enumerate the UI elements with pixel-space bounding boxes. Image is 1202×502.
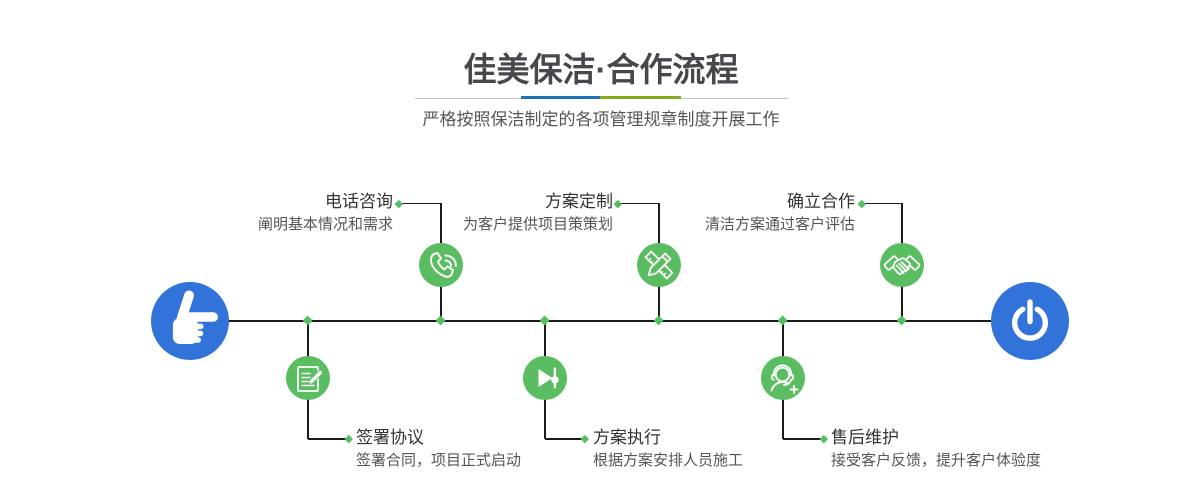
label-diamond xyxy=(344,435,353,443)
step-title: 方案执行 xyxy=(593,428,661,447)
step-connector-horizontal xyxy=(783,438,824,440)
step-connector-horizontal xyxy=(617,202,659,205)
page-subtitle: 严格按照保洁制定的各项管理规章制度开展工作 xyxy=(422,110,780,129)
step-title: 售后维护 xyxy=(831,428,899,447)
timeline-diamond xyxy=(896,315,908,327)
label-diamond xyxy=(857,199,866,208)
step-connector-horizontal xyxy=(399,202,441,205)
timeline-diamond xyxy=(653,315,665,327)
handshake-icon xyxy=(883,255,921,276)
step-title: 确立合作 xyxy=(787,191,855,211)
page-title: 佳美保洁·合作流程 xyxy=(463,51,739,88)
label-diamond xyxy=(819,435,828,443)
step-icon-badge xyxy=(880,243,924,287)
pencil-ruler-icon xyxy=(644,250,674,280)
power-icon xyxy=(1012,299,1048,341)
label-diamond xyxy=(580,435,589,443)
play-slider-icon xyxy=(538,367,559,388)
label-diamond xyxy=(613,199,622,208)
flow-start-node xyxy=(151,282,229,360)
phone-icon xyxy=(430,252,457,278)
step-desc: 签署合同，项目正式启动 xyxy=(356,452,522,469)
timeline-diamond xyxy=(435,315,447,327)
step-desc: 接受客户反馈，提升客户体验度 xyxy=(831,452,1042,469)
label-diamond xyxy=(395,199,403,208)
step-icon-badge xyxy=(286,355,330,400)
step-connector-horizontal xyxy=(861,202,902,205)
timeline-diamond xyxy=(777,315,789,327)
divider-green-segment xyxy=(600,95,681,100)
document-pen-icon xyxy=(297,365,324,392)
step-connector-horizontal xyxy=(308,438,349,440)
step-title: 签署协议 xyxy=(356,428,424,447)
step-icon-badge xyxy=(419,243,463,287)
step-icon-badge xyxy=(637,243,681,287)
timeline-line xyxy=(190,320,1030,322)
timeline-diamond xyxy=(302,315,314,327)
flow-end-node xyxy=(991,282,1069,360)
step-desc: 阐明基本情况和需求 xyxy=(257,215,393,233)
step-desc: 清洁方案通过客户评估 xyxy=(704,215,855,233)
step-desc: 根据方案安排人员施工 xyxy=(593,452,744,469)
step-title: 电话咨询 xyxy=(325,191,393,211)
step-icon-badge xyxy=(523,355,567,400)
divider-blue-segment xyxy=(521,95,600,100)
step-icon-badge xyxy=(761,355,805,400)
timeline-diamond xyxy=(539,315,551,327)
step-connector-horizontal xyxy=(545,438,585,440)
step-title: 方案定制 xyxy=(545,191,613,211)
pointing-hand-icon xyxy=(172,290,218,344)
headset-support-icon xyxy=(770,363,799,394)
step-desc: 为客户提供项目策策划 xyxy=(462,215,613,233)
